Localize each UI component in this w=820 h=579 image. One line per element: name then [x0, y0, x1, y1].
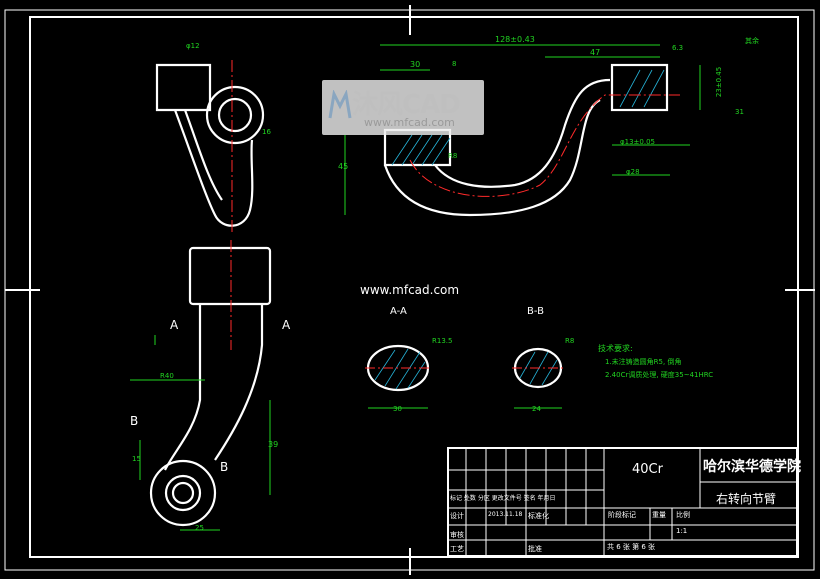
- section-label-b-left: B: [130, 414, 139, 428]
- ratio-label: 比例: [676, 511, 690, 519]
- roughness-rest: 其余: [745, 37, 759, 45]
- dim-31: 31: [735, 108, 744, 116]
- revision-header: 标记 处数 分区 更改文件号 签名 年月日: [450, 495, 556, 502]
- dim-45: 45: [338, 162, 349, 171]
- tech-notes-line1: 1.未注铸造圆角R5, 倒角: [605, 358, 682, 366]
- dim-r8: R8: [448, 152, 458, 160]
- dim-47: 47: [590, 48, 601, 57]
- mfcad-logo-icon: [328, 90, 352, 119]
- top-left-view: [155, 63, 265, 227]
- process-label: 工艺: [450, 545, 464, 553]
- date-value: 2013.11.18: [488, 511, 523, 518]
- dim-15: 15: [132, 455, 141, 463]
- roughness-value: 6.3: [672, 44, 684, 52]
- section-label-a-left: A: [170, 318, 179, 332]
- section-title-aa: A-A: [390, 306, 407, 317]
- dim-8: 8: [452, 60, 457, 68]
- top-right-dims: [344, 44, 701, 215]
- review-label: 审核: [450, 531, 464, 539]
- center-watermark-url: www.mfcad.com: [360, 283, 460, 297]
- center-line-top-right: [409, 94, 680, 197]
- dim-dia-13: φ13±0.05: [620, 138, 655, 146]
- dim-23: 23±0.45: [715, 66, 724, 98]
- stage-mark-label: 阶段标记: [608, 511, 636, 519]
- watermark-title: 沐风CAD: [352, 90, 461, 120]
- top-right-view: [383, 63, 669, 217]
- dim-bb-24: 24: [532, 405, 541, 413]
- dim-r13: R13.5: [432, 337, 453, 345]
- tech-notes-line2: 2.40Cr调质处理, 硬度35~41HRC: [605, 371, 714, 379]
- dim-16: 16: [262, 128, 271, 136]
- approve-label: 批准: [528, 545, 542, 553]
- section-label-a-right: A: [282, 318, 291, 332]
- section-label-b-right: B: [220, 460, 229, 474]
- section-aa: [365, 344, 432, 409]
- title-block: [447, 447, 798, 557]
- dim-dia-12: φ12: [186, 42, 200, 50]
- dim-r40: R40: [160, 372, 174, 380]
- sheet-info: 共 6 张 第 6 张: [607, 543, 656, 551]
- dim-aa-30: 30: [393, 405, 402, 413]
- standard-label: 标准化: [528, 512, 549, 520]
- dim-r8-b: R8: [565, 337, 575, 345]
- inner-frame: [29, 16, 799, 558]
- dim-30: 30: [410, 60, 421, 69]
- weight-label: 重量: [652, 511, 666, 519]
- centering-marks: [5, 5, 815, 575]
- tech-notes-title: 技术要求:: [598, 344, 633, 353]
- lower-left-dims: [130, 335, 271, 531]
- section-bb: [512, 347, 566, 409]
- part-name: 右转向节臂: [716, 492, 777, 506]
- dim-dia-28: φ28: [626, 168, 640, 176]
- watermark-url: www.mfcad.com: [364, 116, 455, 129]
- section-title-bb: B-B: [527, 306, 544, 317]
- designer-label: 设计: [450, 512, 464, 520]
- school-name: 哈尔滨华德学院: [703, 459, 801, 475]
- lower-left-view: [149, 246, 272, 527]
- material-label: 40Cr: [632, 462, 663, 477]
- top-right-hatch: [391, 69, 665, 166]
- dim-39: 39: [268, 440, 279, 449]
- dim-25: 25: [195, 524, 204, 532]
- scale-value: 1:1: [676, 527, 688, 535]
- dim-128: 128±0.43: [495, 35, 535, 44]
- watermark: 沐风CAD www.mfcad.com: [322, 80, 484, 135]
